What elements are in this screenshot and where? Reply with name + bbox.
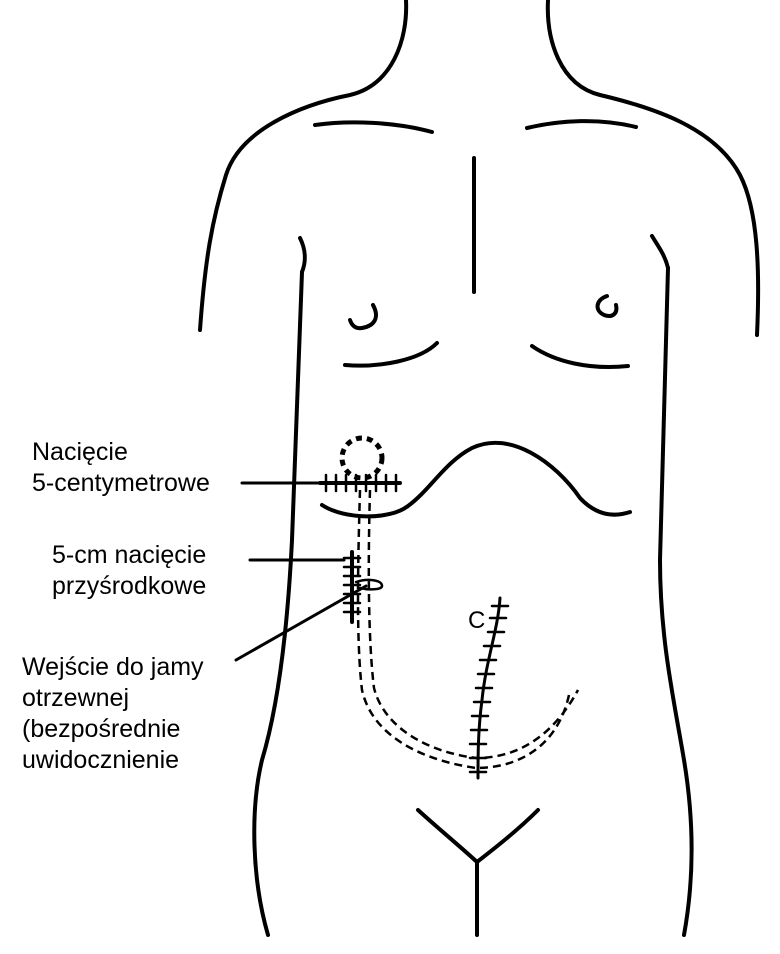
label-paramedian-line2: przyśrodkowe	[52, 572, 207, 600]
groin-right	[475, 808, 540, 864]
right-collarbone	[525, 119, 638, 130]
label-paramedian-line1: 5-cm nacięcie	[52, 541, 207, 569]
label-upper-incision-line1: Nacięcie	[32, 438, 128, 466]
left-nipple	[348, 303, 378, 331]
neck-left-line	[198, 0, 409, 332]
neck-right-line	[545, 0, 761, 337]
midline-incision	[476, 596, 502, 780]
label-peritoneal-line3: (bezpośrednie	[22, 715, 181, 743]
label-upper-incision-line2: 5-centymetrowe	[32, 469, 210, 497]
right-breast-line	[530, 344, 630, 370]
label-peritoneal-entry: Wejście do jamy otrzewnej (bezpośrednie …	[22, 652, 204, 776]
label-paramedian-incision: 5-cm nacięcie przyśrodkowe	[52, 540, 206, 602]
groin-left	[416, 808, 479, 864]
leader-peritoneal-entry	[234, 584, 368, 662]
label-peritoneal-line1: Wejście do jamy	[22, 653, 204, 681]
left-armpit	[298, 236, 307, 274]
upper-incision-stitches	[318, 473, 402, 493]
right-armpit	[650, 234, 670, 270]
right-nipple	[595, 294, 619, 318]
midline-incision-stitches	[468, 604, 510, 774]
tract-dashed-right	[367, 489, 580, 760]
label-peritoneal-line2: otrzewnej	[22, 684, 129, 712]
left-collarbone	[313, 120, 434, 134]
tract-dashed-left	[356, 489, 572, 770]
label-upper-incision: Nacięcie 5-centymetrowe	[32, 437, 210, 499]
left-breast-line	[343, 341, 439, 368]
left-torso-side	[252, 270, 304, 937]
costal-margin	[320, 440, 632, 519]
right-torso-side	[658, 266, 694, 937]
c-letter-mark: C	[468, 607, 485, 634]
label-peritoneal-line4: uwidocznienie	[22, 746, 180, 774]
port-site-circle	[339, 435, 385, 481]
